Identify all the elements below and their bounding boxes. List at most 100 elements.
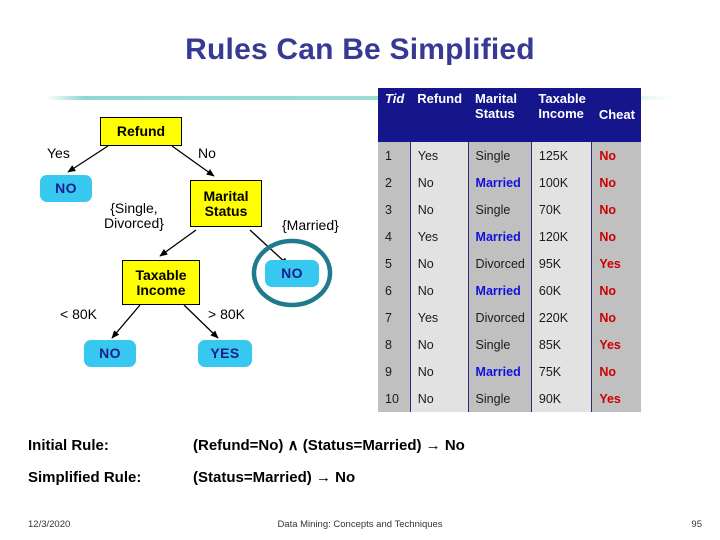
edge-refund-to-no: [67, 145, 109, 173]
edge-refund-to-marital: [171, 145, 215, 177]
cell-refund: Yes: [410, 142, 469, 169]
cell-refund: No: [410, 277, 469, 304]
table-header-tid: Tid: [378, 88, 411, 142]
cell-cheat: Yes: [591, 331, 641, 358]
tree-leaf-refund-yes-no: NO: [40, 175, 92, 202]
cell-taxable-income: 70K: [531, 196, 593, 223]
simplified-rule-row: Simplified Rule: (Status=Married) → No: [28, 469, 648, 486]
table-header-marital-line2: Status: [475, 105, 515, 121]
table-header-income-line1: Taxable: [538, 91, 586, 106]
edge-income-to-yes: [183, 304, 219, 339]
cell-refund: Yes: [410, 223, 469, 250]
training-data-table: Tid Refund Marital Status Taxable Income…: [378, 88, 641, 412]
cell-taxable-income: 220K: [531, 304, 593, 331]
edge-income-to-no: [111, 304, 141, 339]
cell-taxable-income: 90K: [531, 385, 593, 412]
initial-rule-label: Initial Rule:: [28, 437, 109, 454]
cell-taxable-income: 120K: [531, 223, 593, 250]
tree-leaf-married-no-label: NO: [281, 265, 303, 282]
tree-node-taxable-income-label-line1: Taxable: [135, 266, 187, 283]
cell-marital-status: Married: [468, 169, 532, 196]
table-header-tid-line1: Tid: [385, 91, 405, 106]
cell-cheat: No: [591, 169, 641, 196]
tree-leaf-income-low-no-label: NO: [99, 345, 121, 362]
cell-taxable-income: 60K: [531, 277, 593, 304]
cell-tid: 8: [378, 331, 411, 358]
cell-tid: 2: [378, 169, 411, 196]
cell-tid: 1: [378, 142, 411, 169]
initial-rule-expression: (Refund=No) ∧ (Status=Married) → No: [193, 437, 465, 454]
decision-tree-diagram: Refund Yes No NO Marital Status {Single,…: [0, 100, 370, 400]
edge-label-income-high: > 80K: [208, 306, 245, 322]
cell-refund: No: [410, 358, 469, 385]
cell-taxable-income: 95K: [531, 250, 593, 277]
edge-label-income-low: < 80K: [60, 306, 97, 322]
cell-marital-status: Divorced: [468, 250, 532, 277]
tree-leaf-refund-yes-no-label: NO: [55, 180, 77, 197]
cell-cheat: No: [591, 142, 641, 169]
cell-tid: 4: [378, 223, 411, 250]
cell-tid: 10: [378, 385, 411, 412]
table-header-cheat-line1: Cheat: [598, 107, 635, 122]
footer-page-number: 95: [691, 519, 702, 530]
cell-tid: 7: [378, 304, 411, 331]
edge-label-single-divorced-line2: Divorced}: [104, 215, 164, 232]
table-header-refund: Refund: [410, 88, 469, 142]
cell-tid: 6: [378, 277, 411, 304]
table-header-row: Tid Refund Marital Status Taxable Income…: [378, 88, 641, 142]
cell-taxable-income: 125K: [531, 142, 593, 169]
table-header-marital-line1: Marital: [475, 91, 517, 106]
edge-label-refund-no: No: [198, 145, 216, 161]
rules-block: Initial Rule: (Refund=No) ∧ (Status=Marr…: [28, 436, 648, 501]
cell-cheat: Yes: [591, 250, 641, 277]
cell-marital-status: Married: [468, 358, 532, 385]
cell-refund: No: [410, 250, 469, 277]
table-header-income-line2: Income: [538, 105, 584, 121]
cell-refund: No: [410, 169, 469, 196]
tree-node-marital-status: Marital Status: [190, 180, 262, 227]
page-title: Rules Can Be Simplified: [185, 33, 535, 66]
cell-refund: No: [410, 331, 469, 358]
tree-leaf-income-high-yes: YES: [198, 340, 252, 367]
title-divider: [46, 96, 674, 100]
tree-node-marital-status-label-line2: Status: [204, 202, 248, 219]
cell-taxable-income: 100K: [531, 169, 593, 196]
initial-rule-row: Initial Rule: (Refund=No) ∧ (Status=Marr…: [28, 436, 648, 454]
cell-refund: No: [410, 385, 469, 412]
cell-cheat: No: [591, 358, 641, 385]
tree-leaf-married-no: NO: [265, 260, 319, 287]
edge-label-refund-yes: Yes: [47, 145, 70, 161]
circled-married-leaf-highlight: [251, 238, 333, 308]
edge-marital-to-income: [159, 229, 197, 257]
cell-refund: No: [410, 196, 469, 223]
tree-node-refund-label: Refund: [116, 123, 166, 140]
cell-cheat: No: [591, 223, 641, 250]
cell-tid: 3: [378, 196, 411, 223]
cell-taxable-income: 75K: [531, 358, 593, 385]
table-header-marital-status: Marital Status: [468, 88, 532, 142]
cell-tid: 5: [378, 250, 411, 277]
cell-cheat: No: [591, 277, 641, 304]
cell-marital-status: Single: [468, 331, 532, 358]
edge-label-single-divorced: {Single, Divorced}: [104, 200, 164, 232]
tree-node-marital-status-label-line1: Marital: [203, 187, 249, 204]
table-header-refund-line1: Refund: [417, 91, 463, 106]
tree-node-taxable-income-label-line2: Income: [136, 281, 186, 298]
cell-marital-status: Single: [468, 196, 532, 223]
simplified-rule-label: Simplified Rule:: [28, 469, 142, 486]
cell-tid: 9: [378, 358, 411, 385]
table-header-cheat: Cheat: [591, 88, 641, 142]
simplified-rule-expression: (Status=Married) → No: [193, 469, 356, 486]
slide-footer: 12/3/2020 Data Mining: Concepts and Tech…: [0, 519, 720, 537]
edge-label-single-divorced-line1: {Single,: [110, 200, 158, 216]
cell-cheat: No: [591, 196, 641, 223]
